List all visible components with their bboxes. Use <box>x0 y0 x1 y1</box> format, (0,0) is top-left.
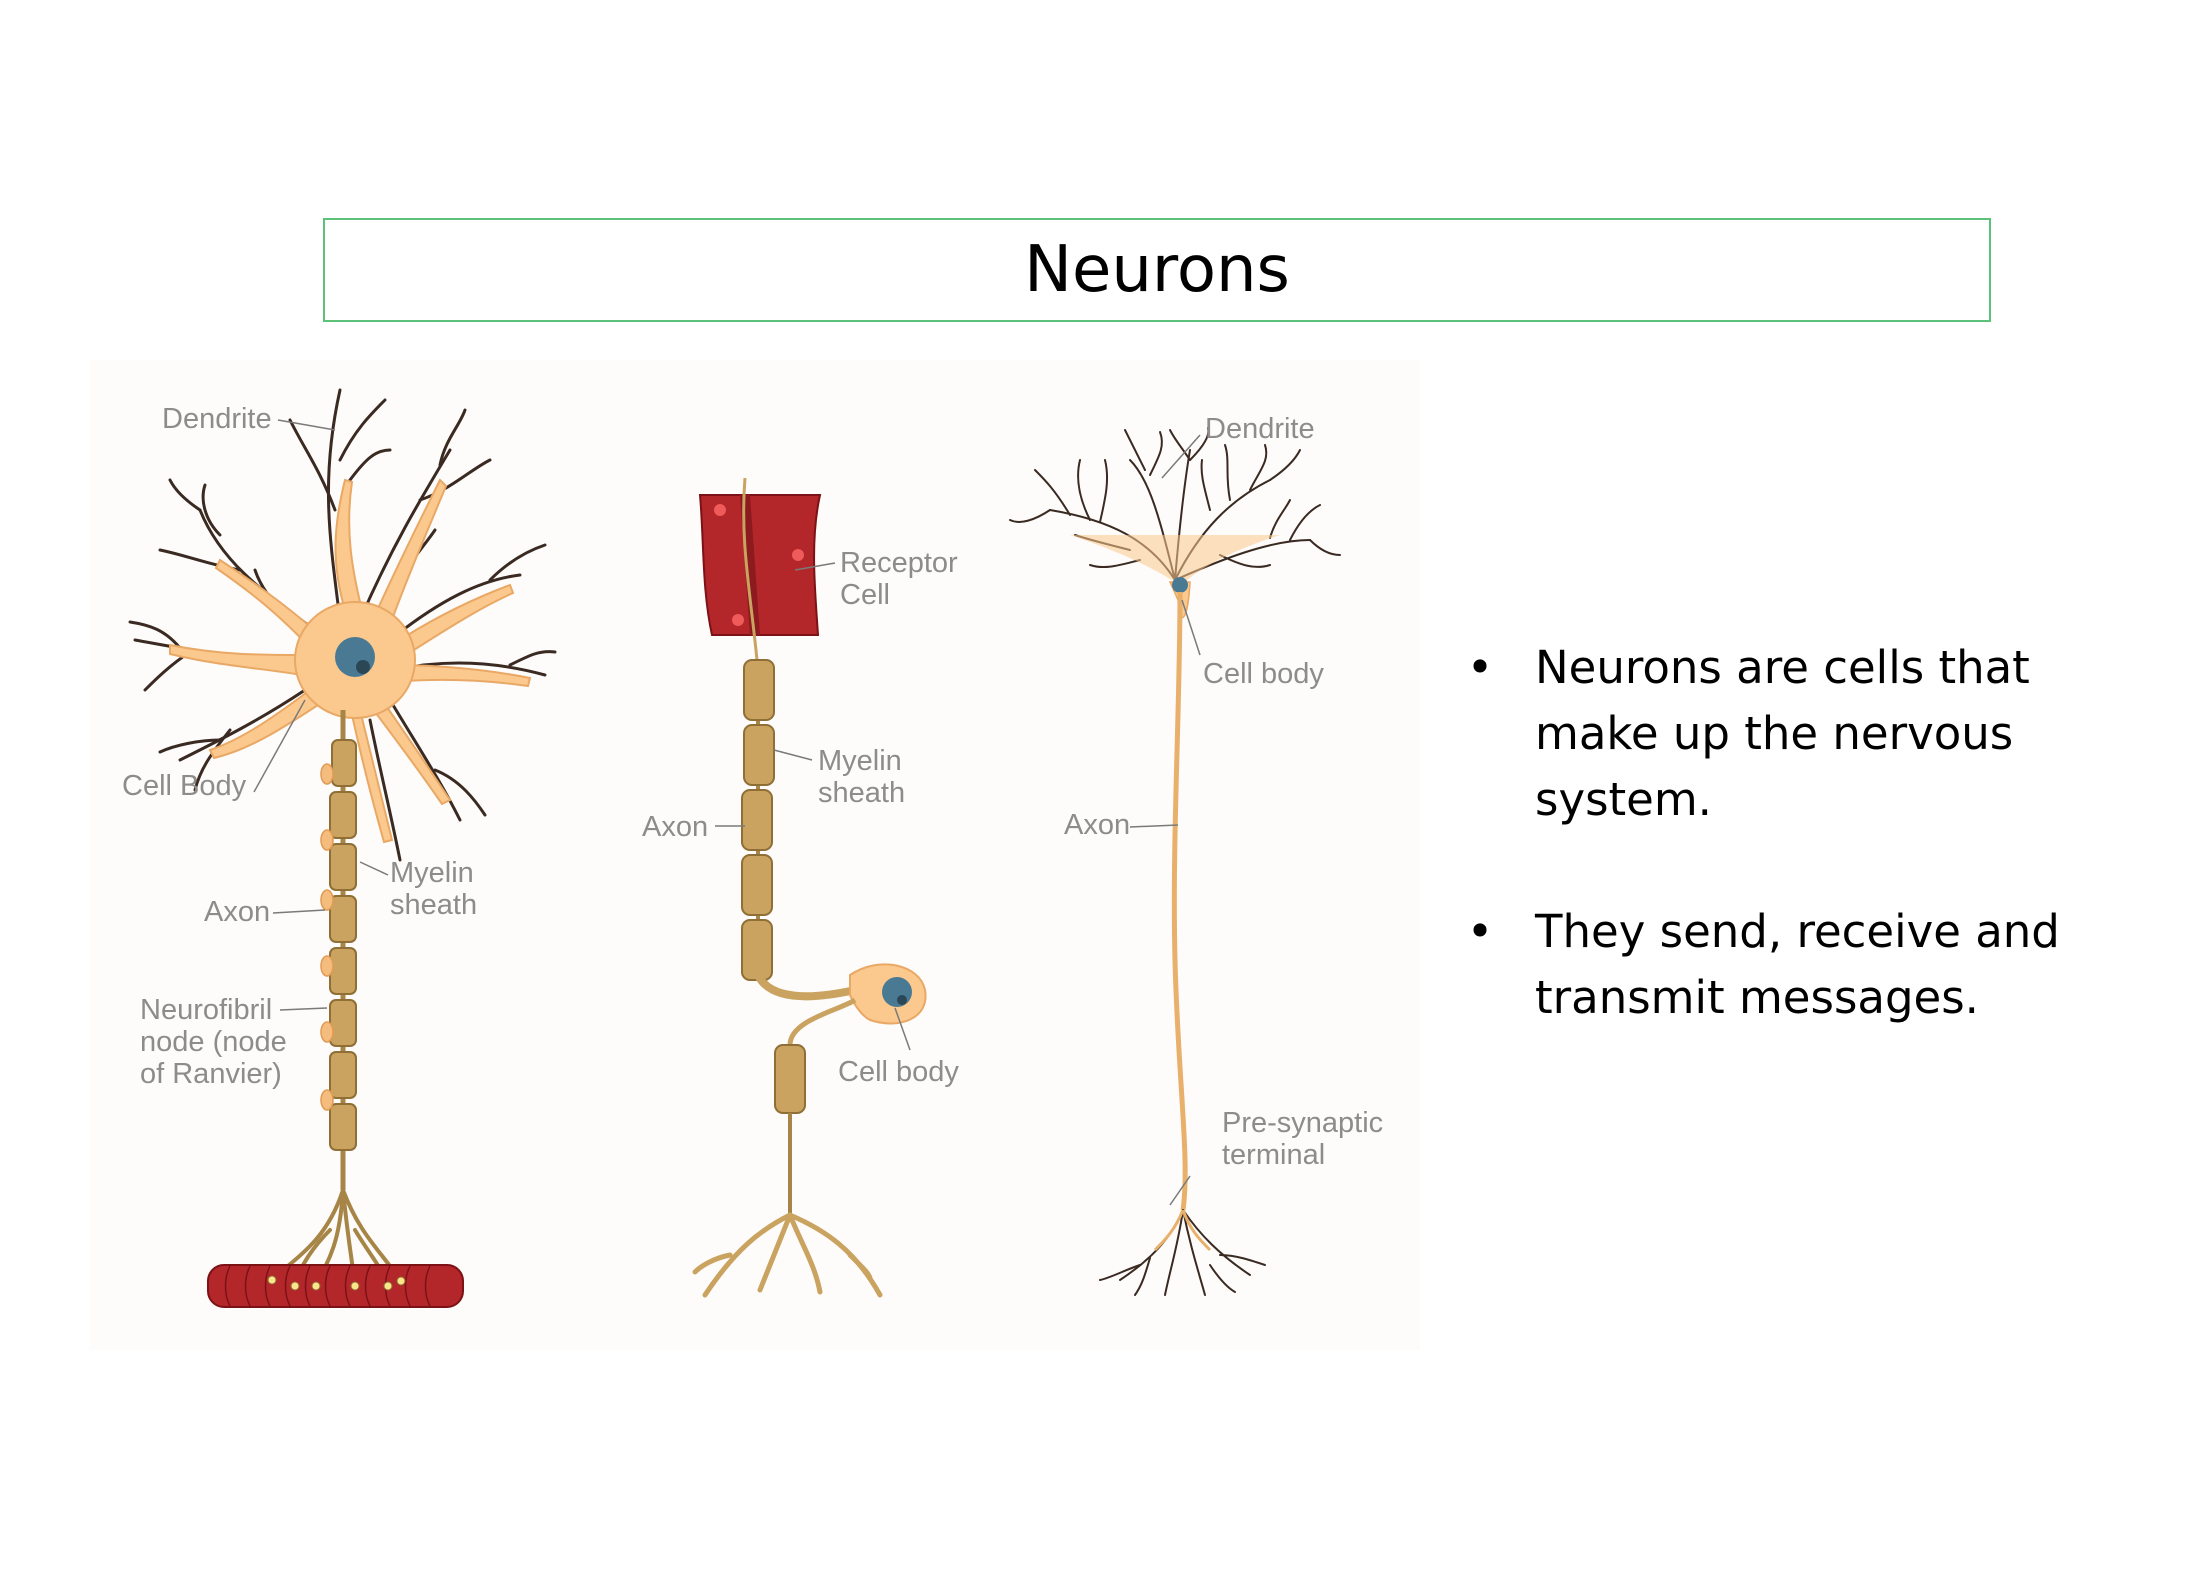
label-node-of-ranvier-line2: node (node <box>140 1026 287 1058</box>
label-myelin-sheath: Myelin <box>390 857 474 889</box>
bullet-text: Neurons are cells that make up the nervo… <box>1535 641 2030 826</box>
label-pre-synaptic-terminal-line2: terminal <box>1222 1139 1325 1171</box>
bullet-item: • Neurons are cells that make up the ner… <box>1460 635 2160 833</box>
label-cell-body: Cell body <box>1203 658 1324 690</box>
bullet-marker: • <box>1466 641 1494 694</box>
label-myelin-sheath-line2: sheath <box>818 777 905 809</box>
label-dendrite: Dendrite <box>162 403 272 435</box>
bullet-item: • They send, receive and transmit messag… <box>1460 899 2160 1031</box>
label-cell-body: Cell body <box>838 1056 959 1088</box>
label-axon: Axon <box>1064 809 1130 841</box>
label-myelin-sheath-line2: sheath <box>390 889 477 921</box>
bullet-marker: • <box>1466 905 1494 958</box>
slide-title: Neurons <box>323 218 1991 322</box>
neuron-diagram: Dendrite Cell Body Myelin sheath Axon Ne… <box>90 360 1420 1350</box>
label-receptor-cell: Receptor <box>840 547 958 579</box>
label-receptor-cell-line2: Cell <box>840 579 890 611</box>
interneuron <box>1009 427 1341 1296</box>
label-pre-synaptic-terminal: Pre-synaptic <box>1222 1107 1383 1139</box>
label-cell-body: Cell Body <box>122 770 247 802</box>
label-axon: Axon <box>642 811 708 843</box>
label-myelin-sheath: Myelin <box>818 745 902 777</box>
sensory-neuron <box>692 477 927 1298</box>
motor-neuron <box>128 388 557 1308</box>
label-axon: Axon <box>204 896 270 928</box>
label-dendrite: Dendrite <box>1205 413 1315 445</box>
label-node-of-ranvier: Neurofibril <box>140 994 272 1026</box>
bullet-list: • Neurons are cells that make up the ner… <box>1460 635 2160 1097</box>
label-node-of-ranvier-line3: of Ranvier) <box>140 1058 282 1090</box>
bullet-text: They send, receive and transmit messages… <box>1535 905 2060 1024</box>
